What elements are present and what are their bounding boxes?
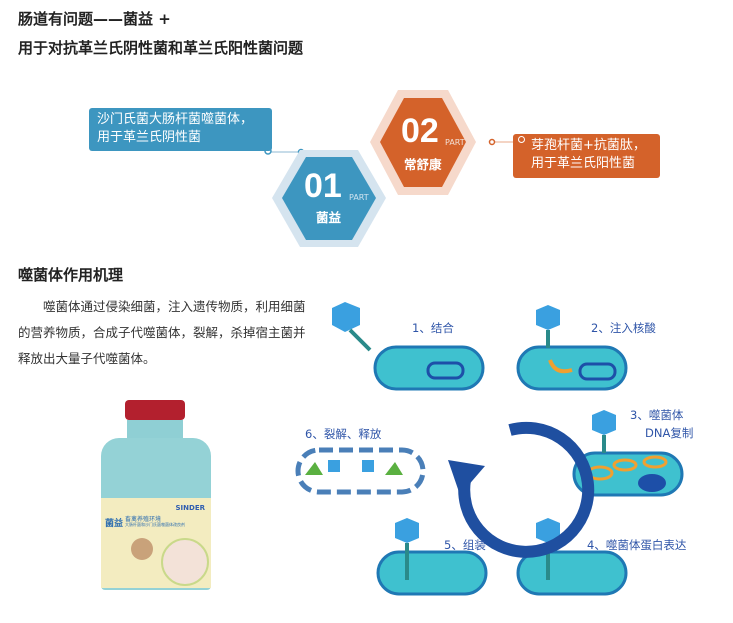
step-6: 6、裂解、释放 [305,427,382,441]
hex-01 [282,157,376,240]
desc-line: 沙门氏菌大肠杆菌噬菌体， [97,112,254,127]
header-line2: 用于对抗革兰氏阴性菌和革兰氏阳性菌问题 [18,39,304,57]
bottle-neck [127,420,183,438]
cell-5 [376,518,488,596]
mechanism-paragraph: 噬菌体通过侵染细菌，注入遗传物质，利用细菌的营养物质，合成子代噬菌体，裂解，杀掉… [18,299,306,366]
step-3: 3、噬菌体 [630,408,684,422]
desc-line: 芽孢杆菌+抗菌肽， [531,138,646,153]
part-01-desc: 沙门氏菌大肠杆菌噬菌体， 用于革兰氏阴性菌 [89,108,272,151]
cycle-arrow [448,421,595,558]
part-01-label: PART [349,193,369,202]
step-5: 5、组装 [444,538,486,552]
hex-02 [380,98,466,187]
cell-6-lysed [295,447,426,495]
step-4: 4、噬菌体蛋白表达 [587,538,687,552]
bottle-image [161,538,209,586]
bottle-label: SINDER 菌益 畜禽养殖环境 大肠杆菌和沙门氏菌噬菌体改良剂 [101,498,211,588]
bottle-subtitle: 畜禽养殖环境 [125,516,162,523]
hex-graphic [264,90,514,247]
bottle-cap [125,400,185,420]
cell-1 [332,302,485,391]
bottle-desc: 大肠杆菌和沙门氏菌噬菌体改良剂 [125,522,185,527]
step-3-line2: DNA复制 [645,426,694,440]
cell-2 [516,305,628,391]
bottle-brand: SINDER [175,504,206,512]
cell-4 [516,518,628,596]
bullet-icon [518,136,525,143]
step-1: 1、结合 [412,321,454,335]
arrow-head-icon [448,460,485,495]
bottle-name: 菌益 [105,519,124,529]
header-line1: 肠道有问题——菌益 + [18,10,171,28]
phage-cycle-diagram [295,302,684,596]
cell-3 [572,410,684,497]
desc-line: 用于革兰氏阳性菌 [531,156,636,171]
bottle-image [131,538,153,560]
phage-head [332,302,360,332]
step-2: 2、注入核酸 [591,321,656,335]
part-02-num: 02 [401,112,439,150]
product-bottle: SINDER 菌益 畜禽养殖环境 大肠杆菌和沙门氏菌噬菌体改良剂 [97,398,225,590]
part-01-num: 01 [304,167,342,205]
mechanism-title: 噬菌体作用机理 [18,266,124,284]
part-02-name: 常舒康 [404,157,442,172]
part-01-name: 菌益 [316,210,342,225]
part-02-desc: 芽孢杆菌+抗菌肽， 用于革兰氏阳性菌 [513,134,660,178]
part-02-label: PART [445,138,465,147]
desc-line: 用于革兰氏阴性菌 [97,130,202,145]
